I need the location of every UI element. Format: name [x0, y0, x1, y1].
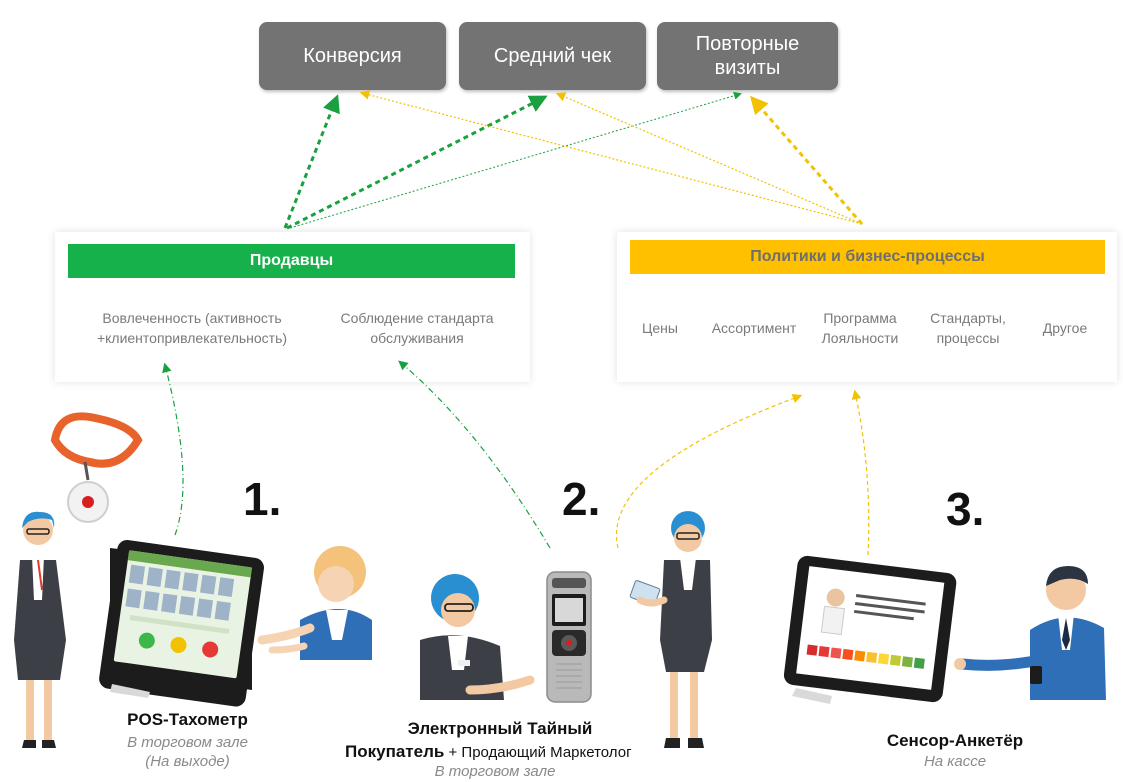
shopper-title-bold: Покупатель — [345, 742, 445, 761]
kpi-repeat-visits-line1: Повторные — [695, 33, 800, 55]
shopper-title-line1: Электронный Тайный — [407, 719, 593, 738]
arrow-policies-check — [555, 92, 863, 225]
pos-tablet-icon — [99, 539, 264, 707]
kpi-conversion: Конверсия — [259, 22, 446, 90]
employee-woman-tablet-icon — [629, 511, 712, 748]
arrow-sellers-conversion — [283, 94, 340, 229]
pos-subtitle: В торговом зале (На выходе) — [127, 734, 248, 770]
lanyard-button-icon — [50, 412, 143, 523]
step-1-number: 1. — [243, 473, 282, 525]
step-2-number: 2. — [562, 473, 601, 525]
sensor-subtitle: На кассе — [923, 753, 987, 770]
policies-header: Политики и бизнес-процессы — [630, 240, 1105, 274]
policy-assortment: Ассортимент — [711, 320, 797, 336]
arrow-pos-sellers — [162, 362, 184, 536]
shopper-title-line2: Покупатель + Продающий Маркетолог — [345, 742, 665, 762]
arrow-policies-visits — [750, 95, 864, 225]
policy-standards: Стандарты, процессы — [930, 310, 1006, 346]
arrow-shopper-policies — [616, 393, 803, 549]
sellers-title: Продавцы — [249, 252, 334, 269]
shopper-title-rest: + Продающий Маркетолог — [444, 744, 632, 761]
sensor-title: Сенсор-Анкетёр — [886, 731, 1024, 750]
kpi-repeat-visits-line2: визиты — [714, 57, 781, 79]
kpi-conversion-label: Конверсия — [303, 45, 402, 67]
policies-title: Политики и бизнес-процессы — [750, 248, 985, 265]
arrow-shopper-sellers — [398, 360, 551, 549]
arrow-sellers-check — [286, 95, 548, 230]
kpi-repeat-visits: Повторные визиты — [657, 22, 838, 90]
kpi-average-check-label: Средний чек — [493, 45, 612, 67]
employee-woman-left-icon — [14, 511, 66, 748]
sellers-service-standard: Соблюдение стандарта обслуживания — [340, 310, 494, 346]
customer-woman-icon — [257, 546, 372, 660]
voice-recorder-icon — [546, 571, 592, 703]
pos-title: POS-Тахометр — [127, 710, 248, 729]
step-3-number: 3. — [946, 483, 985, 535]
sellers-header: Продавцы — [68, 244, 515, 278]
marketer-woman-icon — [420, 574, 535, 700]
survey-tablet-icon — [783, 555, 957, 704]
policy-loyalty: Программа Лояльности — [821, 310, 899, 346]
kpi-average-check: Средний чек — [459, 22, 646, 90]
policy-other: Другое — [1042, 320, 1088, 336]
shopper-subtitle: В торговом зале — [434, 763, 556, 780]
sellers-engagement: Вовлеченность (активность +клиентопривле… — [96, 310, 288, 346]
customer-man-icon — [954, 566, 1106, 700]
policy-prices: Цены — [642, 320, 678, 336]
